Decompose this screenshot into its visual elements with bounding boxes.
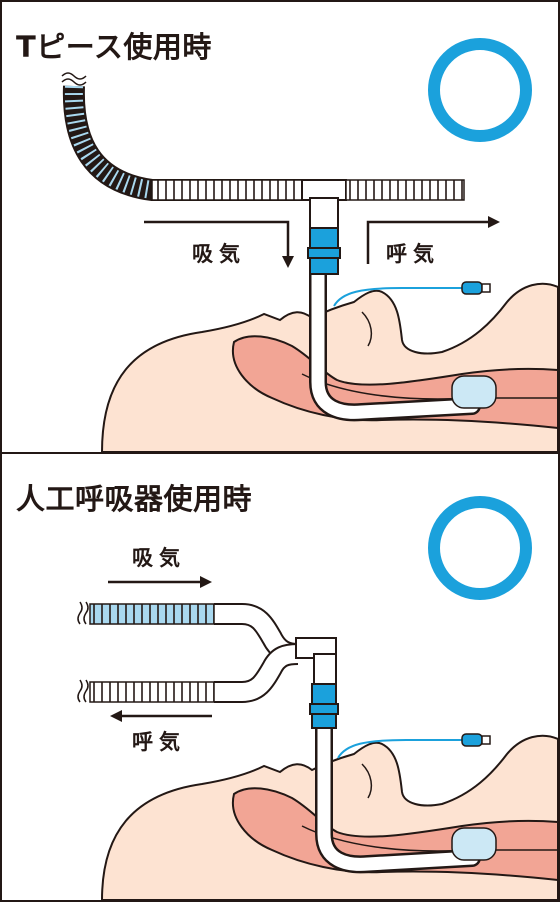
corrugated-tube-outlet	[346, 180, 464, 200]
expiratory-limb	[78, 680, 214, 702]
cuff	[452, 376, 496, 408]
panel-title: 人工呼吸器使用時	[16, 476, 252, 518]
panel-title: Tピース使用時	[16, 24, 212, 66]
ok-circle-icon	[428, 38, 532, 142]
inhale-label: 吸気	[132, 542, 186, 572]
corrugated-tube-inlet	[62, 73, 312, 200]
exhale-label: 呼気	[386, 238, 440, 268]
ventilator-panel: 人工呼吸器使用時 吸気 呼気	[0, 452, 560, 902]
inhale-arrow	[108, 576, 212, 588]
inspiratory-limb	[78, 602, 214, 624]
patient-head	[102, 284, 558, 452]
inhale-label: 吸気	[192, 238, 246, 268]
y-piece	[214, 614, 338, 728]
cuff	[452, 828, 496, 860]
t-piece-panel: Tピース使用時 吸気 呼気	[0, 0, 560, 454]
ok-circle-icon	[428, 496, 532, 600]
t-connector	[302, 180, 346, 274]
exhale-arrow	[110, 710, 212, 722]
exhale-label: 呼気	[132, 726, 186, 756]
